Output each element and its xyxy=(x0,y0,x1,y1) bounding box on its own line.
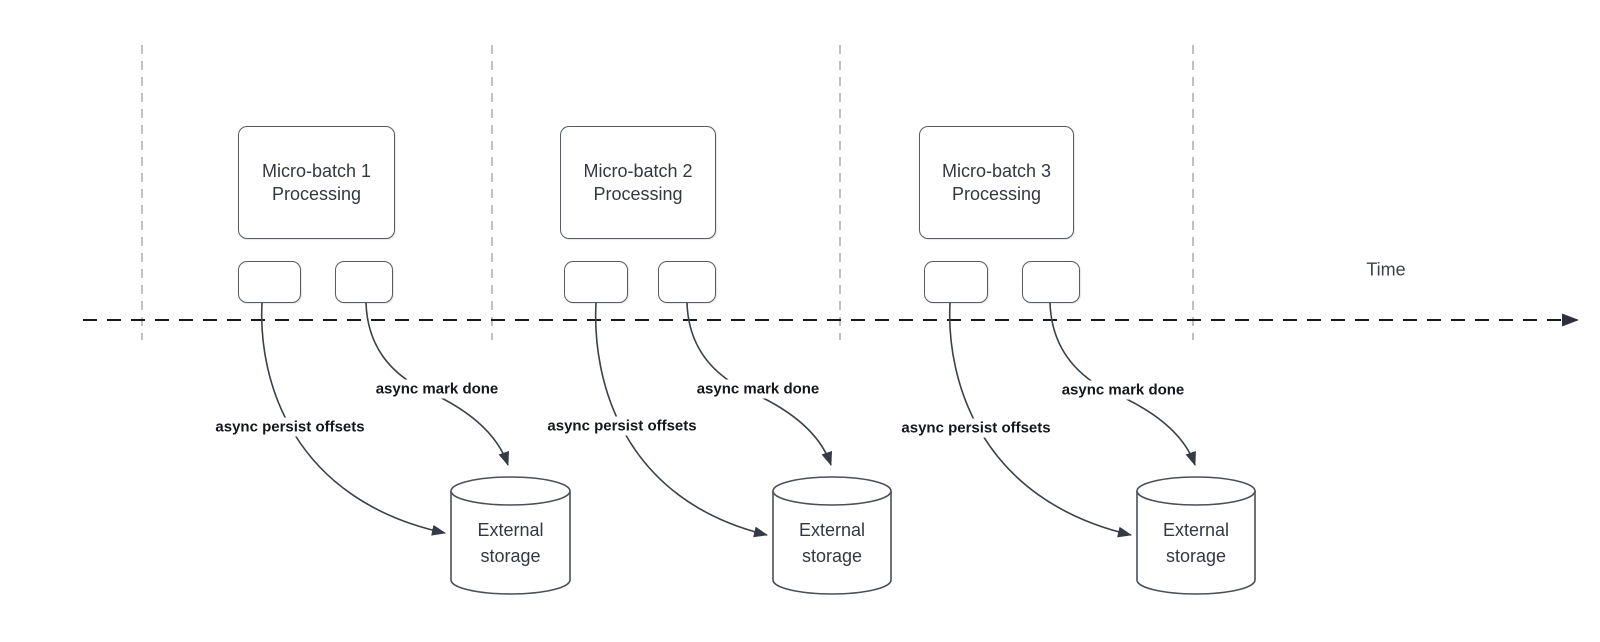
persist-offsets-label-2: async persist offsets xyxy=(544,416,700,436)
time-slice-guides xyxy=(141,45,1194,340)
mark-done-label-2: async mark done xyxy=(693,379,823,399)
external-storage-cylinder-1 xyxy=(450,476,571,595)
offset-task-box-2 xyxy=(564,261,628,303)
storage-line1: External xyxy=(477,519,544,540)
micro-batch-3-processing-box: Micro-batch 3 Processing xyxy=(919,126,1074,239)
time-axis-label: Time xyxy=(1366,259,1406,280)
persist-offsets-label-1: async persist offsets xyxy=(212,417,368,437)
micro-batch-1-processing-box: Micro-batch 1 Processing xyxy=(238,126,395,239)
micro-batch-2-processing-box: Micro-batch 2 Processing xyxy=(560,126,716,239)
storage-line2: storage xyxy=(801,545,863,566)
external-storage-text-2: External storage xyxy=(773,491,891,594)
micro-batch-2-title: Micro-batch 2 xyxy=(583,160,693,181)
offset-task-box-3 xyxy=(924,261,988,303)
storage-line2: storage xyxy=(1165,545,1227,566)
storage-line1: External xyxy=(1162,519,1230,540)
external-storage-cylinder-2 xyxy=(772,476,892,595)
micro-batch-3-subtitle: Processing xyxy=(951,183,1042,204)
micro-batch-1-subtitle: Processing xyxy=(271,183,362,204)
storage-line1: External xyxy=(798,519,866,540)
micro-batch-1-title: Micro-batch 1 xyxy=(261,160,372,181)
commit-task-box-1 xyxy=(335,261,393,303)
commit-task-box-3 xyxy=(1022,261,1080,303)
micro-batch-2-subtitle: Processing xyxy=(593,183,683,204)
offset-task-box-1 xyxy=(238,261,301,303)
mark-done-label-1: async mark done xyxy=(372,379,502,399)
external-storage-text-3: External storage xyxy=(1137,491,1255,594)
commit-task-box-2 xyxy=(658,261,716,303)
external-storage-text-1: External storage xyxy=(451,491,570,594)
external-storage-cylinder-3 xyxy=(1136,476,1256,595)
persist-offsets-label-3: async persist offsets xyxy=(898,418,1054,438)
micro-batch-3-title: Micro-batch 3 xyxy=(941,160,1052,181)
mark-done-label-3: async mark done xyxy=(1058,380,1188,400)
storage-line2: storage xyxy=(480,545,541,566)
